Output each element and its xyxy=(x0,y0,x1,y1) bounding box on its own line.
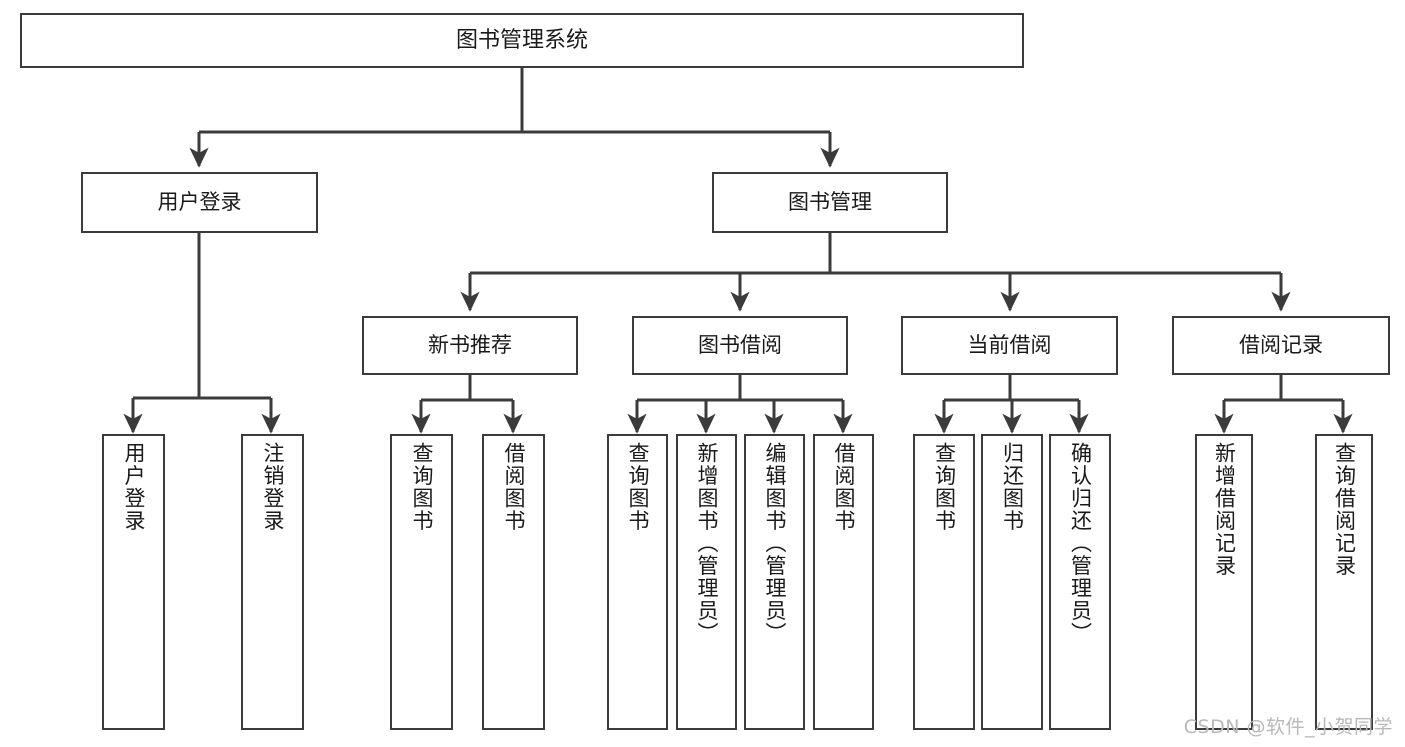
node-label: 新增借阅记录 xyxy=(1212,442,1237,577)
node-book-management[interactable]: 图书管理 xyxy=(712,172,948,233)
leaf-recommend-borrow-book[interactable]: 借阅图书 xyxy=(482,434,545,730)
leaf-current-confirm-return-admin[interactable]: 确认归还（管理员） xyxy=(1049,434,1111,730)
node-label: 查询借阅记录 xyxy=(1332,442,1357,577)
node-label: 注销登录 xyxy=(261,442,285,532)
leaf-borrow-add-book-admin[interactable]: 新增图书（管理员） xyxy=(676,434,737,730)
node-label: 图书管理系统 xyxy=(455,27,588,53)
node-label: 查询图书 xyxy=(626,442,650,532)
node-book-borrow[interactable]: 图书借阅 xyxy=(632,316,848,375)
node-label: 确认归还（管理员） xyxy=(1068,442,1093,645)
node-label: 新书推荐 xyxy=(428,333,512,358)
node-label: 新增图书（管理员） xyxy=(695,442,719,645)
node-label: 借阅图书 xyxy=(502,442,526,532)
node-root-system[interactable]: 图书管理系统 xyxy=(20,13,1024,68)
leaf-record-query-record[interactable]: 查询借阅记录 xyxy=(1315,434,1373,730)
node-label: 当前借阅 xyxy=(967,333,1052,358)
leaf-recommend-query-book[interactable]: 查询图书 xyxy=(390,434,453,730)
node-current-borrow[interactable]: 当前借阅 xyxy=(901,316,1118,375)
node-label: 用户登录 xyxy=(122,442,146,532)
node-label: 归还图书 xyxy=(1000,442,1025,532)
node-label: 图书管理 xyxy=(788,190,872,215)
leaf-user-login-signin[interactable]: 用户登录 xyxy=(102,434,165,730)
node-label: 用户登录 xyxy=(157,190,242,215)
node-label: 图书借阅 xyxy=(698,333,782,358)
leaf-record-add-record[interactable]: 新增借阅记录 xyxy=(1195,434,1253,730)
node-new-book-recommend[interactable]: 新书推荐 xyxy=(362,316,578,375)
leaf-borrow-edit-book-admin[interactable]: 编辑图书（管理员） xyxy=(744,434,805,730)
node-label: 编辑图书（管理员） xyxy=(763,442,787,645)
node-label: 借阅记录 xyxy=(1239,333,1323,358)
leaf-current-return-book[interactable]: 归还图书 xyxy=(981,434,1043,730)
node-label: 查询图书 xyxy=(410,442,434,532)
node-label: 查询图书 xyxy=(932,442,957,532)
node-user-login[interactable]: 用户登录 xyxy=(81,172,318,233)
leaf-current-query-book[interactable]: 查询图书 xyxy=(913,434,975,730)
node-label: 借阅图书 xyxy=(832,442,856,532)
node-borrow-record[interactable]: 借阅记录 xyxy=(1172,316,1390,375)
leaf-user-login-signout[interactable]: 注销登录 xyxy=(241,434,304,730)
leaf-borrow-query-book[interactable]: 查询图书 xyxy=(607,434,668,730)
leaf-borrow-borrow-book[interactable]: 借阅图书 xyxy=(813,434,874,730)
